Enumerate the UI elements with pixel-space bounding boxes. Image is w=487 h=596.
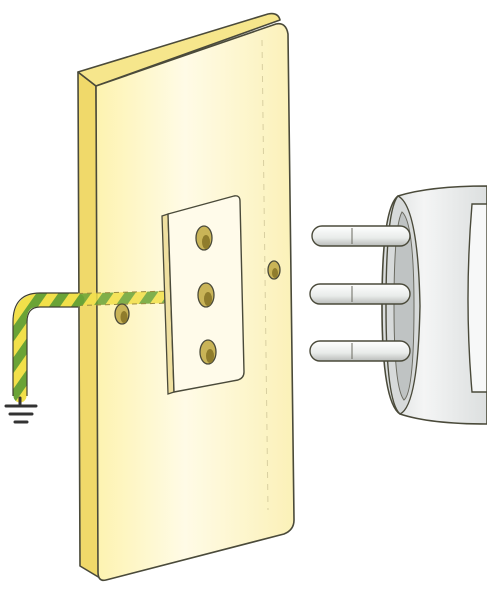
plug xyxy=(310,186,487,424)
plate-screw-left xyxy=(115,304,129,324)
plug-grip-recess xyxy=(468,204,487,392)
plug-pin-bottom xyxy=(310,341,410,361)
plug-pin-middle xyxy=(310,284,410,304)
ground-symbol-icon xyxy=(6,398,36,422)
socket-hole-bottom xyxy=(200,340,216,364)
plug-pin-top xyxy=(312,226,410,246)
plate-screw-right xyxy=(268,261,280,279)
socket-hole-middle xyxy=(198,283,214,307)
socket-insert xyxy=(162,196,244,394)
socket-hole-top xyxy=(196,226,212,250)
